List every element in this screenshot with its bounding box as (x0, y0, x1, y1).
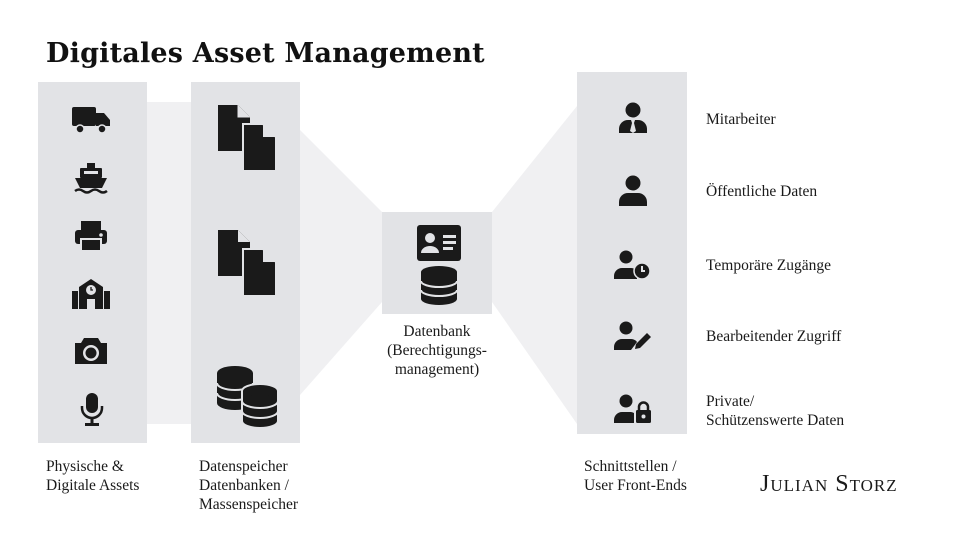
interfaces-label-line1: Schnittstellen / (584, 458, 677, 475)
connector-funnel-left (300, 130, 382, 395)
storage-label-line3: Massenspeicher (199, 496, 298, 513)
user-icon (618, 175, 648, 207)
documents-icon (216, 229, 280, 297)
truck-icon (71, 104, 111, 134)
database-label: Datenbank (Berechtigungs- management) (360, 322, 514, 379)
camera-icon (73, 336, 109, 366)
page-title: Digitales Asset Management (46, 38, 485, 69)
printer-icon (73, 220, 109, 252)
assets-label-line2: Digitale Assets (46, 477, 140, 494)
user-lock-icon (613, 394, 651, 424)
assets-label-line1: Physische & (46, 458, 124, 475)
interface-item-label-5: Private/ Schützenswerte Daten (706, 392, 844, 430)
interfaces-label: Schnittstellen / User Front-Ends (584, 457, 687, 495)
database-label-line2: (Berechtigungs- (387, 342, 487, 359)
user-clock-icon (613, 250, 651, 280)
connector-left-band (147, 102, 191, 424)
database-label-line3: management) (394, 361, 480, 378)
storage-label-line2: Datenbanken / (199, 477, 289, 494)
interface-item-label-2: Öffentliche Daten (706, 183, 818, 200)
id-card-icon (416, 224, 462, 262)
documents-icon (216, 104, 280, 172)
assets-label: Physische & Digitale Assets (46, 457, 139, 495)
user-edit-icon (613, 321, 651, 351)
storage-label: Datenspeicher Datenbanken / Massenspeich… (199, 457, 298, 514)
interface-item-label-1: Mitarbeiter (706, 111, 776, 128)
database-label-line1: Datenbank (403, 323, 471, 340)
storage-label-line1: Datenspeicher (199, 458, 288, 475)
interface-item-label-5-line2: Schützenswerte Daten (706, 412, 845, 429)
brand-logo: Julian Storz (760, 471, 898, 497)
microphone-icon (79, 392, 105, 426)
assets-panel (38, 82, 147, 443)
interface-item-label-3: Temporäre Zugänge (706, 257, 832, 274)
interface-item-label-5-line1: Private/ (706, 393, 755, 410)
database-icon (420, 265, 458, 307)
school-building-icon (71, 278, 111, 310)
interface-item-label-4: Bearbeitender Zugriff (706, 328, 842, 345)
ship-icon (73, 162, 109, 194)
interfaces-label-line2: User Front-Ends (584, 477, 687, 494)
connector-funnel-right (492, 106, 577, 424)
user-tie-icon (618, 102, 648, 134)
database-icon (216, 365, 280, 429)
